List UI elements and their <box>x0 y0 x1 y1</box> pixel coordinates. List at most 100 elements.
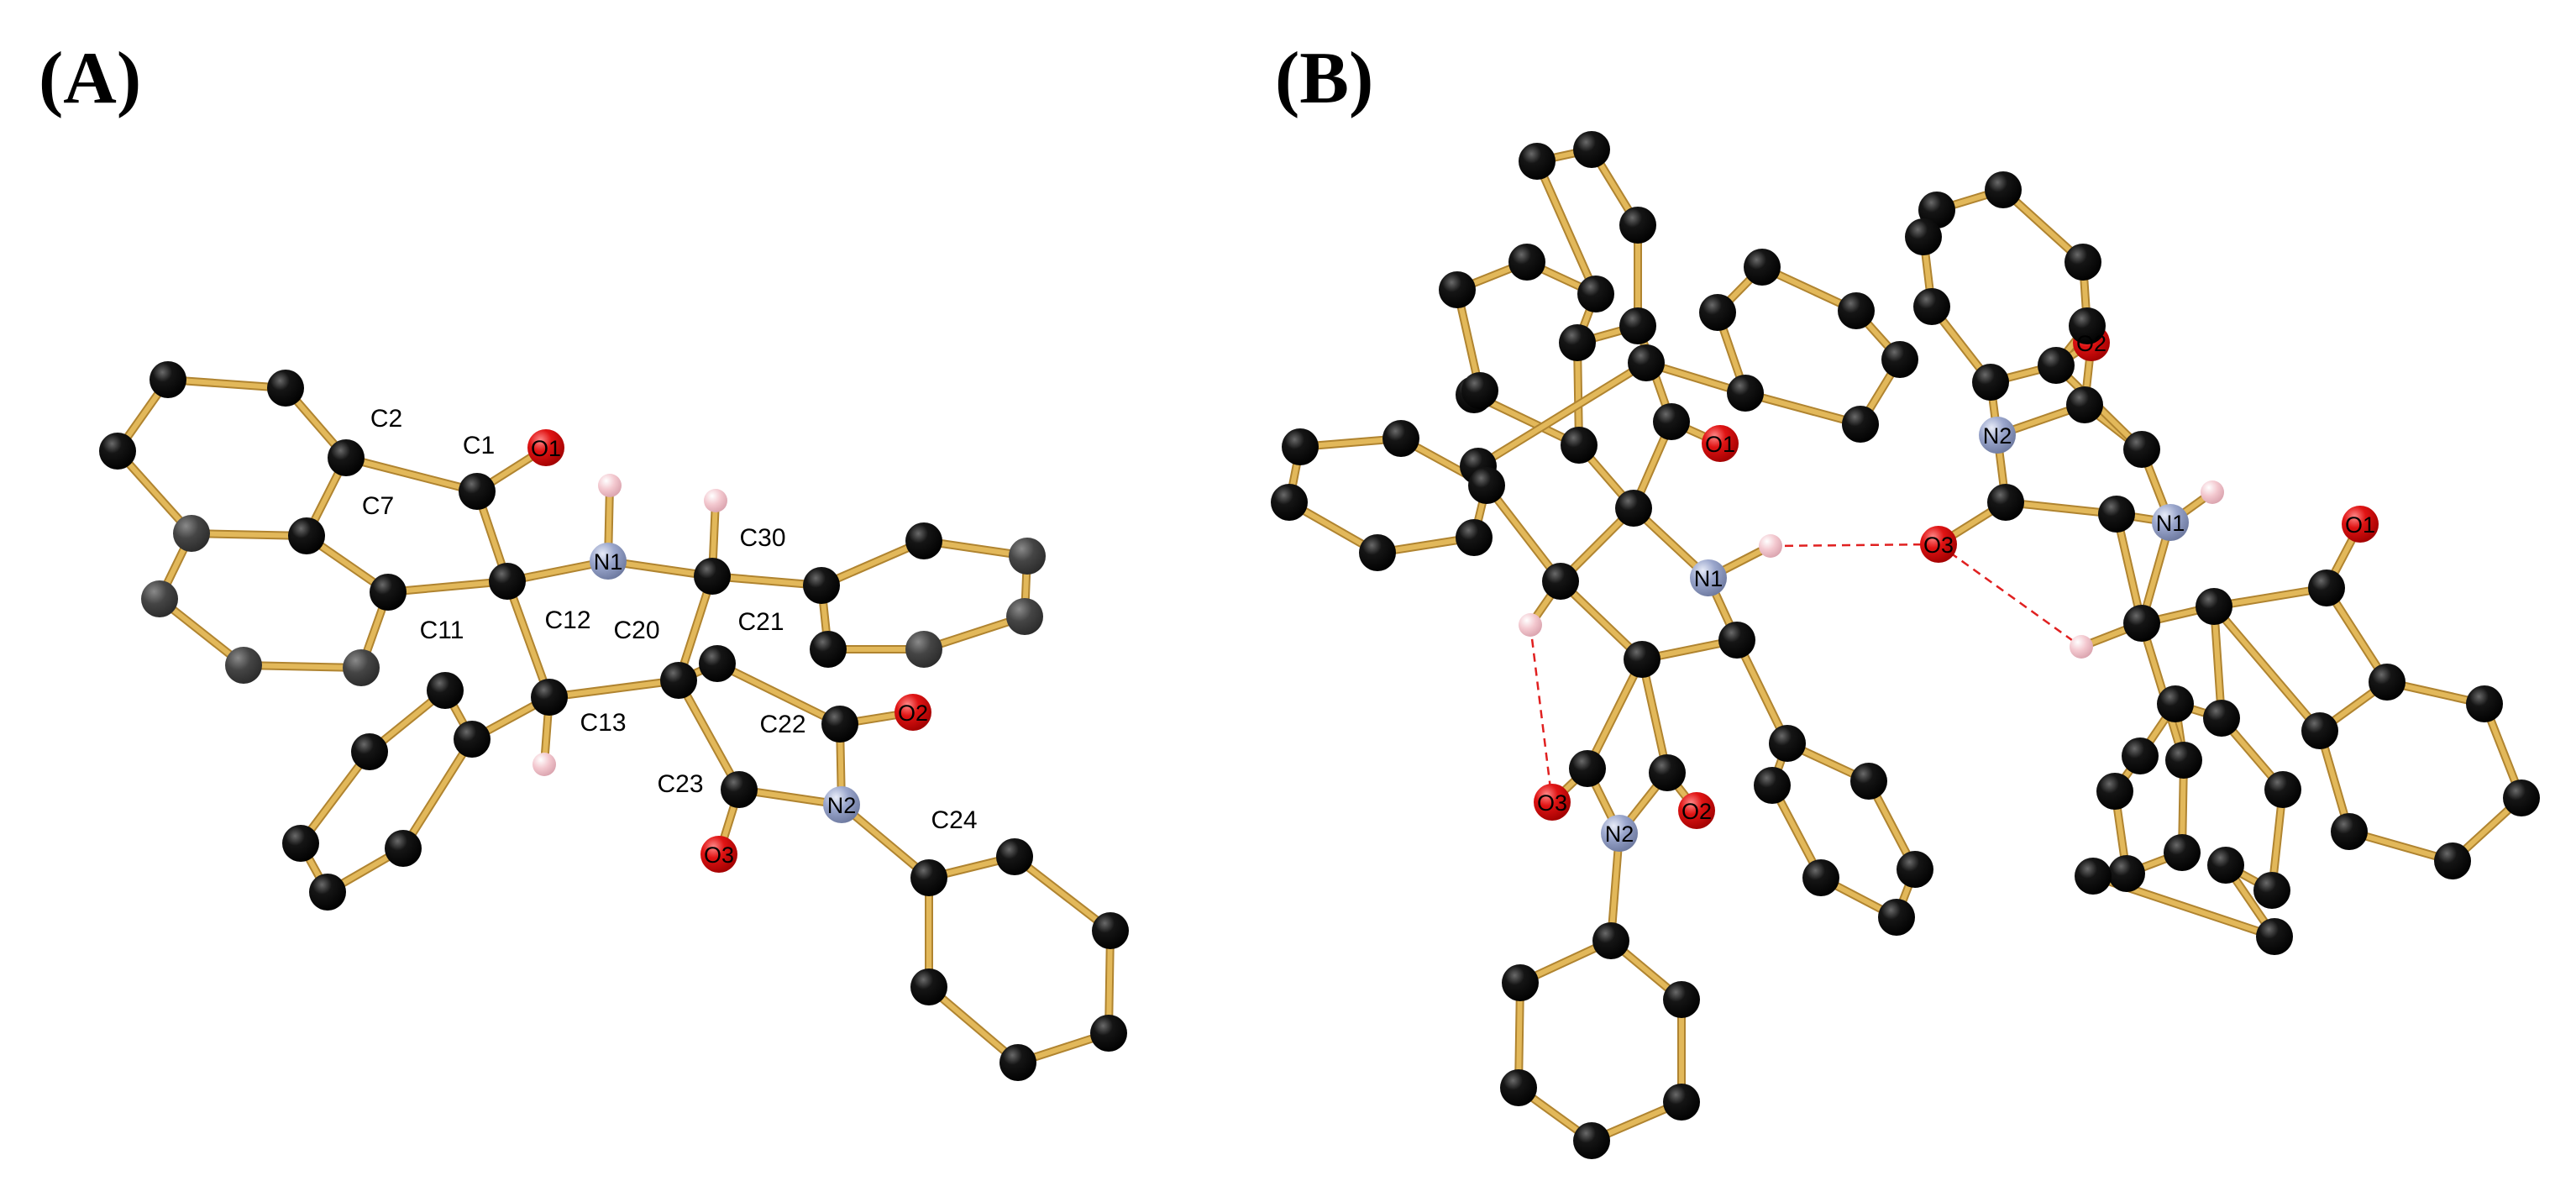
bond <box>401 737 475 851</box>
nitrogen-atom <box>1979 417 2016 454</box>
carbon-atom <box>2308 570 2345 606</box>
carbon-atom <box>2196 588 2232 625</box>
atom-label: O1 <box>531 436 561 461</box>
atom-label: O1 <box>1705 432 1735 457</box>
carbon-atom <box>1577 276 1614 312</box>
carbon-atom <box>1842 406 1879 443</box>
bond <box>926 984 1020 1065</box>
bond <box>1743 391 1863 427</box>
bond <box>839 802 931 880</box>
carbon-atom <box>910 859 947 896</box>
atom-label: C2 <box>370 405 402 433</box>
panel-a-label: (A) <box>39 38 142 119</box>
carbon-atom <box>1619 307 1656 344</box>
bond <box>1640 657 1670 775</box>
carbon-atom <box>2164 834 2201 871</box>
atom-label: C1 <box>463 432 495 459</box>
bond <box>1535 159 1598 297</box>
bond <box>1558 579 1645 662</box>
carbon-atom <box>1439 271 1476 308</box>
bond <box>189 531 309 538</box>
carbon-atom <box>2066 386 2103 423</box>
carbon-atom <box>1009 538 1046 575</box>
hydrogen-bond <box>1938 543 2082 648</box>
carbon-atom <box>531 679 568 716</box>
oxygen-atom <box>700 836 737 873</box>
carbon-atom <box>385 830 422 867</box>
bond <box>241 663 364 670</box>
carbon-atom <box>1619 207 1656 244</box>
carbon-atom <box>2123 605 2160 642</box>
carbon-atom <box>1282 428 1319 465</box>
atoms-layer <box>99 131 2540 1159</box>
carbon-atom <box>288 517 325 554</box>
carbon-atom <box>328 439 365 476</box>
carbon-atom <box>99 433 136 470</box>
carbon-atom <box>1802 859 1839 896</box>
carbon-atom <box>1850 763 1887 800</box>
carbon-atom <box>1090 1015 1127 1052</box>
carbon-atom <box>1905 218 1942 255</box>
carbon-atom <box>1508 244 1545 281</box>
carbon-atom <box>1628 344 1665 381</box>
atom-label: N2 <box>827 793 857 818</box>
carbon-atom <box>2069 307 2106 344</box>
carbon-atom <box>2434 842 2471 879</box>
carbon-atom <box>2123 431 2160 468</box>
carbon-atom <box>1542 563 1579 600</box>
hydrogen-atom <box>598 474 622 497</box>
carbon-atom <box>1561 427 1598 464</box>
carbon-atom <box>1663 1084 1700 1121</box>
carbon-atom <box>1699 294 1736 331</box>
hydrogen-atom <box>1759 534 1782 558</box>
carbon-atom <box>1878 899 1915 936</box>
carbon-atom <box>1359 534 1396 571</box>
carbon-atom <box>2064 244 2101 281</box>
carbon-atom <box>1382 420 1419 457</box>
oxygen-atom <box>1678 792 1715 829</box>
carbon-atom <box>173 515 210 552</box>
carbon-atom <box>694 558 731 595</box>
carbon-atom <box>2256 918 2293 955</box>
carbon-atom <box>454 721 491 758</box>
carbon-atom <box>1559 324 1596 361</box>
carbon-atom <box>150 361 186 398</box>
hydrogen-atom <box>704 489 727 512</box>
carbon-atom <box>459 473 496 510</box>
carbon-atom <box>1985 171 2022 208</box>
carbon-atom <box>2122 737 2159 774</box>
carbon-atom <box>1744 249 1781 286</box>
atom-label: N1 <box>2156 511 2185 536</box>
carbon-atom <box>2331 813 2368 850</box>
oxygen-atom <box>1702 425 1739 462</box>
atom-label: O3 <box>704 842 734 868</box>
carbon-atom <box>2264 771 2301 808</box>
atom-label: O2 <box>898 701 928 726</box>
carbon-atom <box>2466 685 2503 722</box>
carbon-atom <box>2098 496 2135 533</box>
carbon-atom <box>810 631 847 668</box>
atom-label: O3 <box>1537 790 1567 816</box>
bond <box>2324 585 2390 685</box>
carbon-atom <box>1769 725 1806 762</box>
carbon-atom <box>1624 641 1660 678</box>
carbon-atom <box>2301 712 2338 749</box>
nitrogen-atom <box>823 786 860 823</box>
carbon-atom <box>1838 292 1875 329</box>
carbon-atom <box>351 733 388 770</box>
atom-label: C21 <box>737 608 784 636</box>
carbon-atom <box>1468 467 1505 504</box>
carbon-atom <box>2207 847 2244 884</box>
atom-label: N1 <box>594 549 623 575</box>
carbon-atom <box>1727 375 1764 412</box>
carbon-atom <box>1663 981 1700 1018</box>
carbon-atom <box>1500 1069 1537 1106</box>
carbon-atom <box>721 771 758 808</box>
carbon-atom <box>343 649 380 686</box>
carbon-atom <box>427 672 464 709</box>
bond <box>2211 604 2322 733</box>
carbon-atom <box>660 662 697 699</box>
carbon-atom <box>1615 490 1652 527</box>
panel-b-label: (B) <box>1275 38 1374 119</box>
